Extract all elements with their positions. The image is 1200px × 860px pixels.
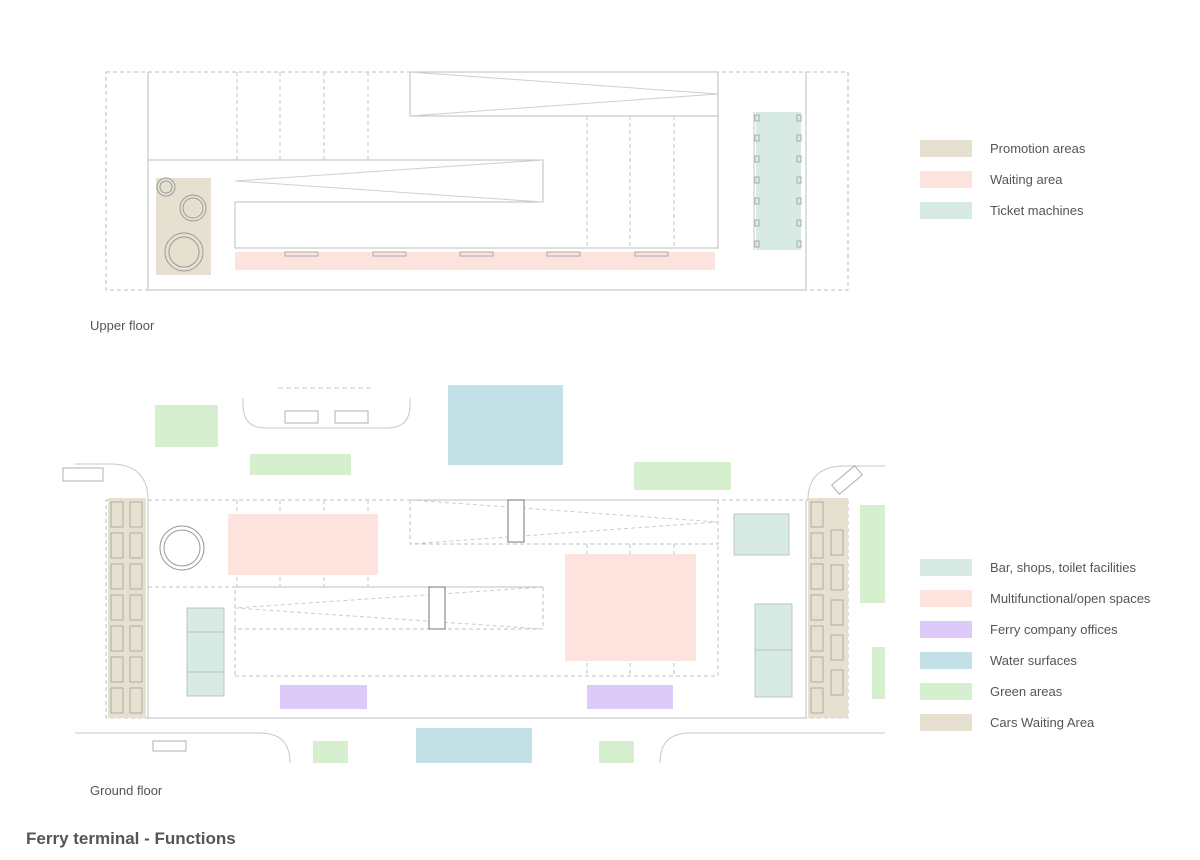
green-area-7 <box>599 741 634 763</box>
legend-label: Multifunctional/open spaces <box>990 591 1151 606</box>
water-surface-1 <box>448 385 563 465</box>
upper-stair-top <box>409 71 719 117</box>
upper-floor-label: Upper floor <box>90 318 155 333</box>
multifunctional-space-1 <box>228 514 378 575</box>
waiting-cars <box>110 501 844 714</box>
upper-stair-mid <box>234 159 544 203</box>
legend-label: Waiting area <box>990 172 1063 187</box>
promotion-area-circles <box>156 177 207 272</box>
ferry-company-offices <box>280 685 673 709</box>
waiting-benches <box>284 251 669 257</box>
legend-label: Bar, shops, toilet facilities <box>990 560 1136 575</box>
cars-waiting-areas <box>108 498 848 718</box>
legend-swatch <box>920 202 972 219</box>
page-title: Ferry terminal - Functions <box>26 829 236 848</box>
legend-swatch <box>920 171 972 188</box>
legend-swatch <box>920 559 972 576</box>
legend-swatch <box>920 621 972 638</box>
upper-columns <box>236 72 675 248</box>
upper-floor-plan <box>105 71 849 291</box>
ground-roads <box>75 387 885 764</box>
cars-waiting-left <box>108 498 146 718</box>
bar-shop-1 <box>733 513 790 556</box>
legend-label: Cars Waiting Area <box>990 715 1095 730</box>
green-areas <box>155 405 885 763</box>
elevator-cores <box>428 499 525 630</box>
green-area-2 <box>250 454 351 475</box>
multifunctional-space-2 <box>565 554 696 661</box>
legend-swatch <box>920 714 972 731</box>
multifunctional-spaces <box>228 514 696 661</box>
office-1 <box>280 685 367 709</box>
water-surface-2 <box>416 728 532 763</box>
green-area-3 <box>634 462 731 490</box>
legend-label: Green areas <box>990 684 1063 699</box>
ground-round-planter <box>159 525 205 571</box>
legend-label: Promotion areas <box>990 141 1086 156</box>
green-area-5 <box>872 647 885 699</box>
green-area-6 <box>313 741 348 763</box>
ticket-machine-units <box>754 114 802 248</box>
water-surfaces <box>416 385 563 763</box>
upper-void-top <box>409 71 719 117</box>
bar-shops-toilets <box>186 513 793 698</box>
legend-swatch <box>920 652 972 669</box>
waiting-area-zone <box>235 252 715 270</box>
ticket-machines-zone <box>756 112 801 250</box>
legend-label: Ticket machines <box>990 203 1084 218</box>
office-2 <box>587 685 673 709</box>
green-area-4 <box>860 505 885 603</box>
ground-parked-cars <box>62 410 864 752</box>
legend-label: Ferry company offices <box>990 622 1118 637</box>
legend-swatch <box>920 590 972 607</box>
green-area-1 <box>155 405 218 447</box>
ground-floor-label: Ground floor <box>90 783 163 798</box>
legend-label: Water surfaces <box>990 653 1077 668</box>
cars-waiting-right <box>808 498 848 718</box>
legend-swatch <box>920 683 972 700</box>
legend-swatch <box>920 140 972 157</box>
bar-shop-2 <box>186 607 225 697</box>
